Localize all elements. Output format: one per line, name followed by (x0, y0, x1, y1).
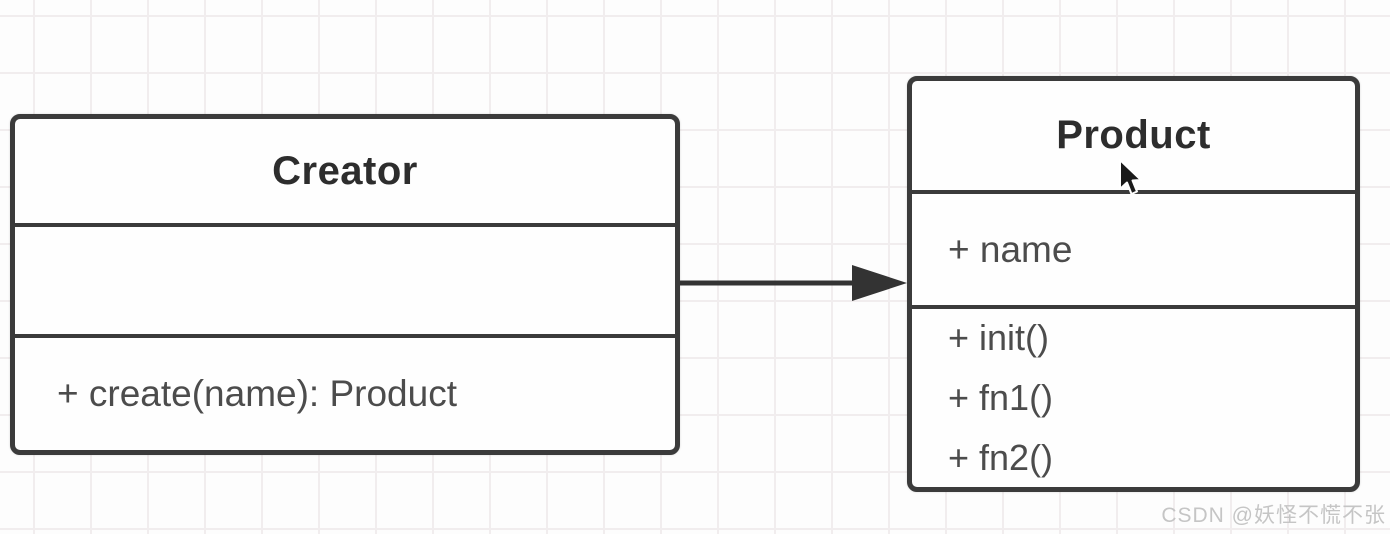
uml-class-creator[interactable]: Creator + create(name): Product (10, 114, 680, 455)
creator-method-create: + create(name): Product (57, 373, 457, 414)
product-method-fn1: + fn1() (948, 377, 1054, 418)
watermark: CSDN @妖怪不慌不张 (1161, 504, 1386, 527)
mouse-cursor-icon (1119, 159, 1142, 195)
creator-attributes-section (15, 223, 675, 334)
arrow-head-icon (852, 265, 907, 301)
product-attribute-name: + name (948, 228, 1073, 270)
product-methods-section: + init() + fn1() + fn2() (912, 305, 1355, 487)
creator-methods-section: + create(name): Product (15, 334, 675, 450)
product-method-init: + init() (948, 317, 1050, 358)
product-method-fn2: + fn2() (948, 437, 1054, 478)
product-class-title: Product (1056, 113, 1211, 157)
product-attributes-section: + name (912, 190, 1355, 305)
creator-class-title: Creator (272, 148, 418, 193)
uml-class-product[interactable]: Product + name + init() + fn1() + fn2() (907, 76, 1360, 492)
association-arrow[interactable] (680, 260, 912, 306)
